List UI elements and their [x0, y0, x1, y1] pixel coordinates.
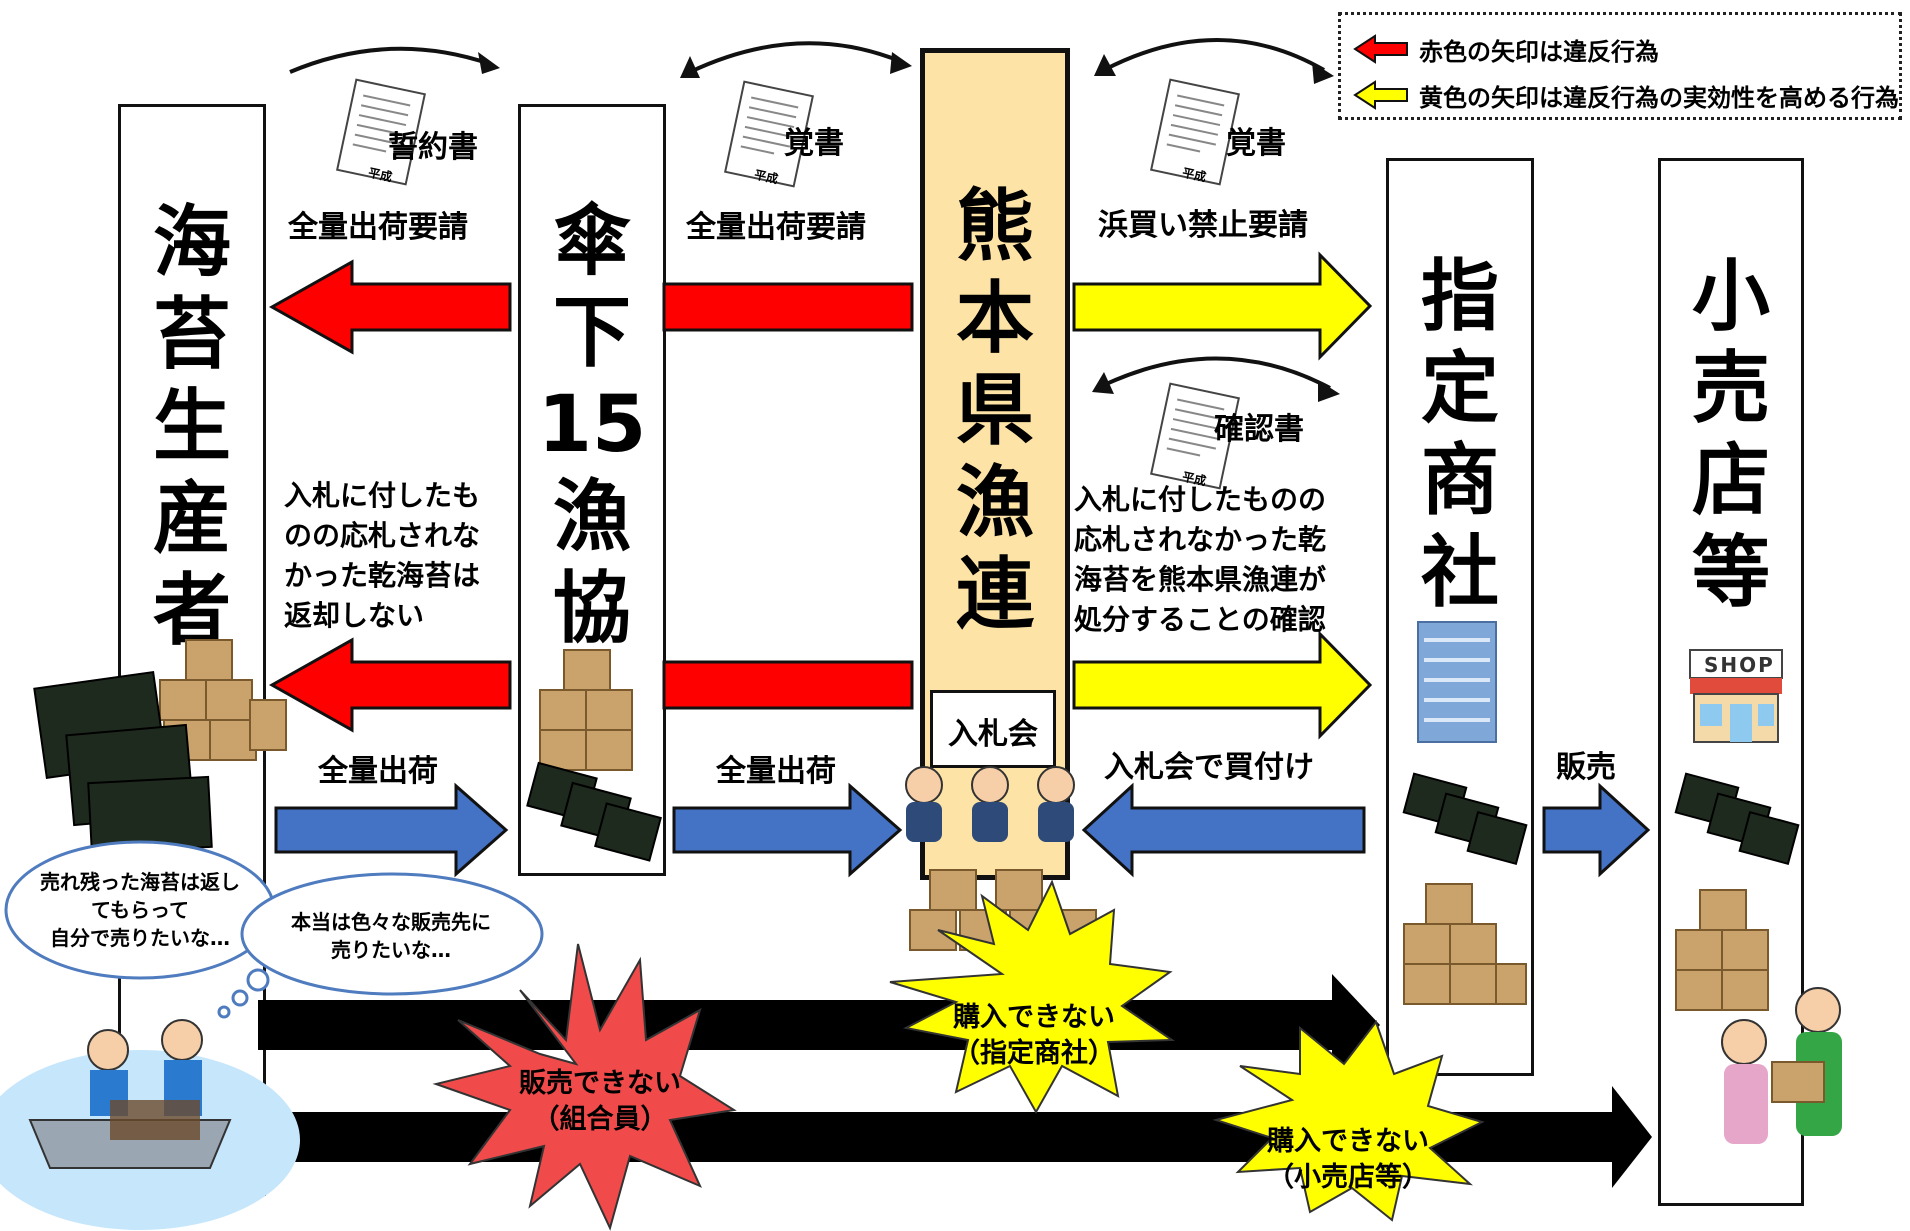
curve-memo-left-head-r [890, 52, 912, 74]
yellow-arrow-top [1072, 251, 1373, 361]
cannot-buy-trading-label: 購入できない （指定商社） [953, 1002, 1115, 1069]
legend-yellow-text: 黄色の矢印は違反行為の実効性を高める行為 [1419, 83, 1899, 112]
curve-confirm-head-l [1092, 372, 1114, 394]
legend-yellow-arrow-icon [1353, 80, 1408, 110]
no-return-text: 入札に付したも のの応札されな かった乾海苔は 返却しない [284, 479, 481, 632]
building-icon [1417, 621, 1497, 743]
document-icon-memo-right [1150, 78, 1240, 186]
boxes-coop [539, 649, 633, 771]
boxes-retail [1675, 889, 1769, 1011]
staff-figures [905, 766, 1075, 842]
ship-2-label: 全量出荷 [716, 754, 836, 789]
red-arrow-top-left [268, 259, 512, 355]
star-yellow-trading [889, 879, 1176, 1115]
nori-producer [33, 670, 213, 855]
blue-arrow-ship-1 [274, 782, 509, 878]
legend-red-text: 赤色の矢印は違反行為 [1419, 37, 1659, 66]
retail-title: 小 売 店 等 [1691, 252, 1770, 618]
pledge-label: 誓約書 [388, 130, 478, 165]
legend-box: 赤色の矢印は違反行為 黄色の矢印は違反行為の実効性を高める行為 [1338, 12, 1902, 120]
curve-memo-left [689, 41, 903, 74]
beach-ban-label: 浜買い禁止要請 [1098, 208, 1308, 243]
water-boat [0, 1019, 300, 1230]
memo-left-label: 覚書 [784, 126, 844, 161]
document-icon-pledge [336, 78, 426, 186]
buy-auction-label: 入札会で買付け [1104, 750, 1314, 785]
cannot-sell-label: 販売できない （組合員） [519, 1068, 681, 1135]
red-arrow-bottom-right [662, 660, 914, 710]
cannot-buy-retail-label: 購入できない （小売店等） [1267, 1126, 1429, 1193]
producer-title: 海 苔 生 産 者 [152, 198, 231, 656]
coop-title: 傘 下 15 漁 協 [537, 196, 647, 654]
thought-bubble-right: 本当は色々な販売先に 売りたいな… [291, 910, 491, 962]
sell-label: 販売 [1556, 750, 1616, 785]
curve-confirm [1101, 356, 1331, 390]
red-arrow-bottom-left [268, 637, 512, 733]
trading-title: 指 定 商 社 [1420, 252, 1499, 618]
full-request-2-label: 全量出荷要請 [686, 210, 866, 245]
document-icon-memo-left [724, 80, 814, 188]
black-arrow-to-retail [268, 1086, 1652, 1188]
nori-trading [1402, 772, 1528, 866]
curve-pledge-head [478, 52, 500, 74]
auction-box: 入札会 [930, 690, 1056, 768]
federation-title: 熊 本 県 漁 連 [955, 182, 1034, 640]
boxes-producer [159, 639, 287, 761]
curved-arrows [289, 38, 1331, 390]
star-red [432, 943, 737, 1231]
curve-memo-right [1103, 38, 1325, 72]
legend-red-arrow-icon [1353, 34, 1408, 64]
producer-column: 海 苔 生 産 者 [118, 104, 266, 1196]
memo-right-label: 覚書 [1226, 126, 1286, 161]
nori-retail [1674, 772, 1800, 866]
document-icon-confirm [1150, 382, 1240, 490]
curve-memo-right-head-l [1094, 54, 1116, 76]
nori-coop [526, 761, 662, 862]
red-arrow-top-right [662, 282, 914, 332]
confirm-text: 入札に付したものの 応札されなかった乾 海苔を熊本県漁連が 処分することの確認 [1074, 483, 1327, 636]
thought-bubbles [4, 840, 544, 1019]
legend-row-red: 赤色の矢印は違反行為 [1353, 31, 1659, 67]
curve-memo-left-head-l [680, 56, 700, 78]
yellow-arrow-bottom [1072, 630, 1373, 740]
ship-1-label: 全量出荷 [318, 754, 438, 789]
full-request-1-label: 全量出荷要請 [288, 210, 468, 245]
star-yellow-retail [1212, 1019, 1485, 1222]
confirmation-label: 確認書 [1214, 412, 1304, 447]
blue-arrow-buy [1081, 782, 1366, 878]
thought-bubble-left: 売れ残った海苔は返し てもらって 自分で売りたいな… [40, 870, 240, 950]
curve-confirm-head-r [1318, 380, 1340, 402]
auction-label: 入札会 [948, 717, 1038, 752]
curve-memo-right-head-r [1312, 62, 1334, 84]
legend-row-yellow: 黄色の矢印は違反行為の実効性を高める行為 [1353, 77, 1899, 113]
blue-arrow-ship-2 [672, 782, 903, 878]
blue-arrow-sell [1542, 782, 1651, 878]
customer-delivery [1721, 987, 1842, 1144]
shop-icon [1689, 649, 1783, 743]
shop-sign: SHOP [1704, 653, 1775, 677]
boxes-trading [1403, 883, 1527, 1005]
black-arrow-to-trading [258, 974, 1380, 1076]
curve-pledge [289, 46, 491, 74]
